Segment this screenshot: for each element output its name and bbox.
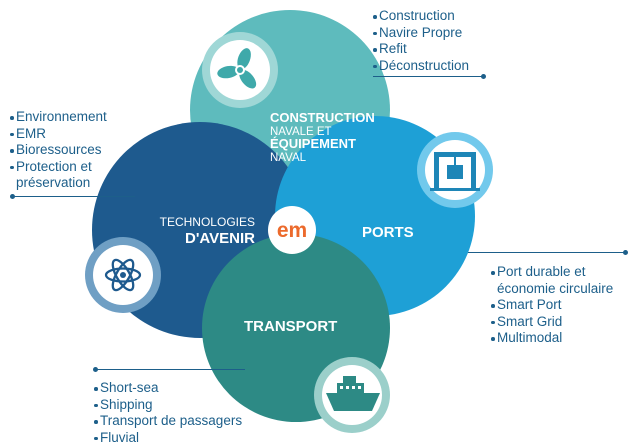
construction-icon-ring [202, 32, 278, 108]
transport-title: TRANSPORT [244, 318, 337, 335]
list-item: Shipping [94, 397, 242, 414]
em-logo: em [268, 206, 316, 254]
construction-list: Construction Navire Propre Refit Déconst… [373, 8, 469, 74]
ports-title: PORTS [362, 224, 414, 241]
list-item: Environnement [10, 109, 107, 126]
list-item: Multimodal [491, 330, 613, 347]
list-item: EMR [10, 126, 107, 143]
list-item: Déconstruction [373, 58, 469, 75]
list-item: Protection et [10, 159, 107, 176]
list-item: économie circulaire [491, 281, 613, 298]
transport-connector [95, 369, 245, 370]
list-item: Fluvial [94, 430, 242, 446]
ports-connector [468, 252, 626, 253]
list-item: Smart Grid [491, 314, 613, 331]
ports-icon-ring [417, 132, 493, 208]
list-item: Short-sea [94, 380, 242, 397]
logo-text: em [277, 219, 307, 242]
construction-title: CONSTRUCTION [270, 110, 375, 125]
construction-subtitle-2: ÉQUIPEMENT [270, 136, 356, 151]
technologies-connector [12, 196, 135, 197]
transport-list: Short-sea Shipping Transport de passager… [94, 380, 242, 446]
list-item: Bioressources [10, 142, 107, 159]
ports-list: Port durable et économie circulaire Smar… [491, 264, 613, 347]
technologies-list: Environnement EMR Bioressources Protecti… [10, 109, 107, 192]
technologies-title-1: TECHNOLOGIES [160, 215, 255, 229]
construction-connector-dot [481, 74, 486, 79]
ports-connector-dot [623, 250, 628, 255]
list-item: Construction [373, 8, 469, 25]
technologies-icon-ring [85, 237, 161, 313]
technologies-title-2: D'AVENIR [185, 230, 255, 247]
list-item: Navire Propre [373, 25, 469, 42]
list-item: Port durable et [491, 264, 613, 281]
construction-connector [373, 76, 483, 77]
transport-icon-ring [314, 357, 390, 433]
list-item: Smart Port [491, 297, 613, 314]
list-item: Transport de passagers [94, 413, 242, 430]
list-item: préservation [10, 175, 107, 192]
construction-subtitle-3: NAVAL [270, 152, 307, 164]
list-item: Refit [373, 41, 469, 58]
